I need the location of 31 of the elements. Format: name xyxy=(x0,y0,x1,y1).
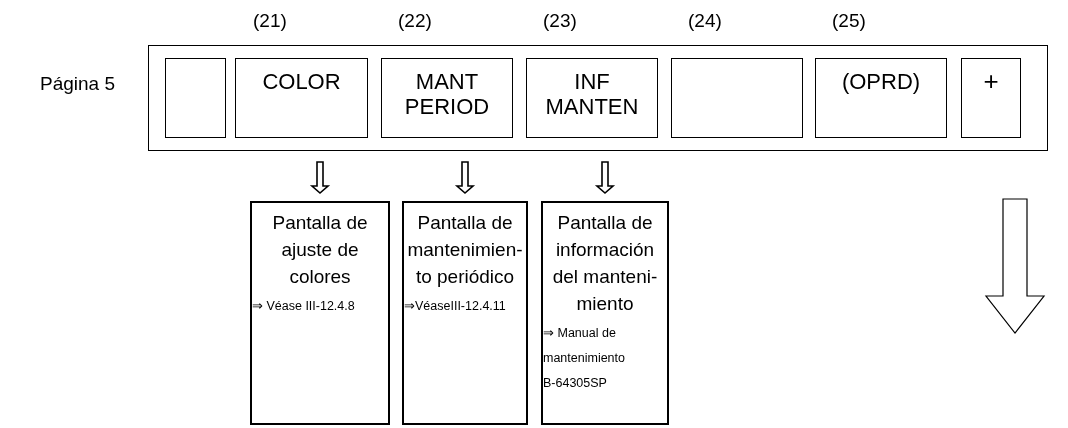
soft-key-bar xyxy=(148,45,1048,151)
key-label: + xyxy=(983,69,999,94)
down-arrow xyxy=(454,161,476,195)
down-arrow xyxy=(594,161,616,195)
soft-key xyxy=(815,58,947,138)
screen-title: Pantalla de ajuste de colores xyxy=(271,211,369,289)
blank-soft-key xyxy=(165,58,226,138)
soft-key xyxy=(381,58,513,138)
key-label: COLOR xyxy=(262,69,341,94)
key-label: MANT PERIOD xyxy=(403,69,491,119)
blank-soft-key xyxy=(671,58,803,138)
soft-key xyxy=(235,58,368,138)
screen-box xyxy=(541,201,669,425)
key-number: (25) xyxy=(832,10,866,32)
screen-title: Pantalla de información del manteni- miento xyxy=(551,211,659,316)
key-number: (23) xyxy=(543,10,577,32)
screen-box xyxy=(250,201,390,425)
key-number: (21) xyxy=(253,10,287,32)
page-label: Página 5 xyxy=(40,73,115,95)
screen-box xyxy=(402,201,528,425)
soft-key xyxy=(526,58,658,138)
reference-note: ⇒VéaseIII-12.4.11 xyxy=(404,298,507,315)
key-number: (22) xyxy=(398,10,432,32)
screen-title: Pantalla de mantenimien- to periódico xyxy=(406,211,524,289)
down-arrow xyxy=(309,161,331,195)
reference-note: ⇒ Manual de mantenimiento B-64305SP xyxy=(543,325,626,392)
key-number: (24) xyxy=(688,10,722,32)
key-label: INF MANTEN xyxy=(544,69,640,119)
key-label: (OPRD) xyxy=(841,69,921,94)
soft-key xyxy=(961,58,1021,138)
reference-note: ⇒ Véase III-12.4.8 xyxy=(252,298,356,315)
